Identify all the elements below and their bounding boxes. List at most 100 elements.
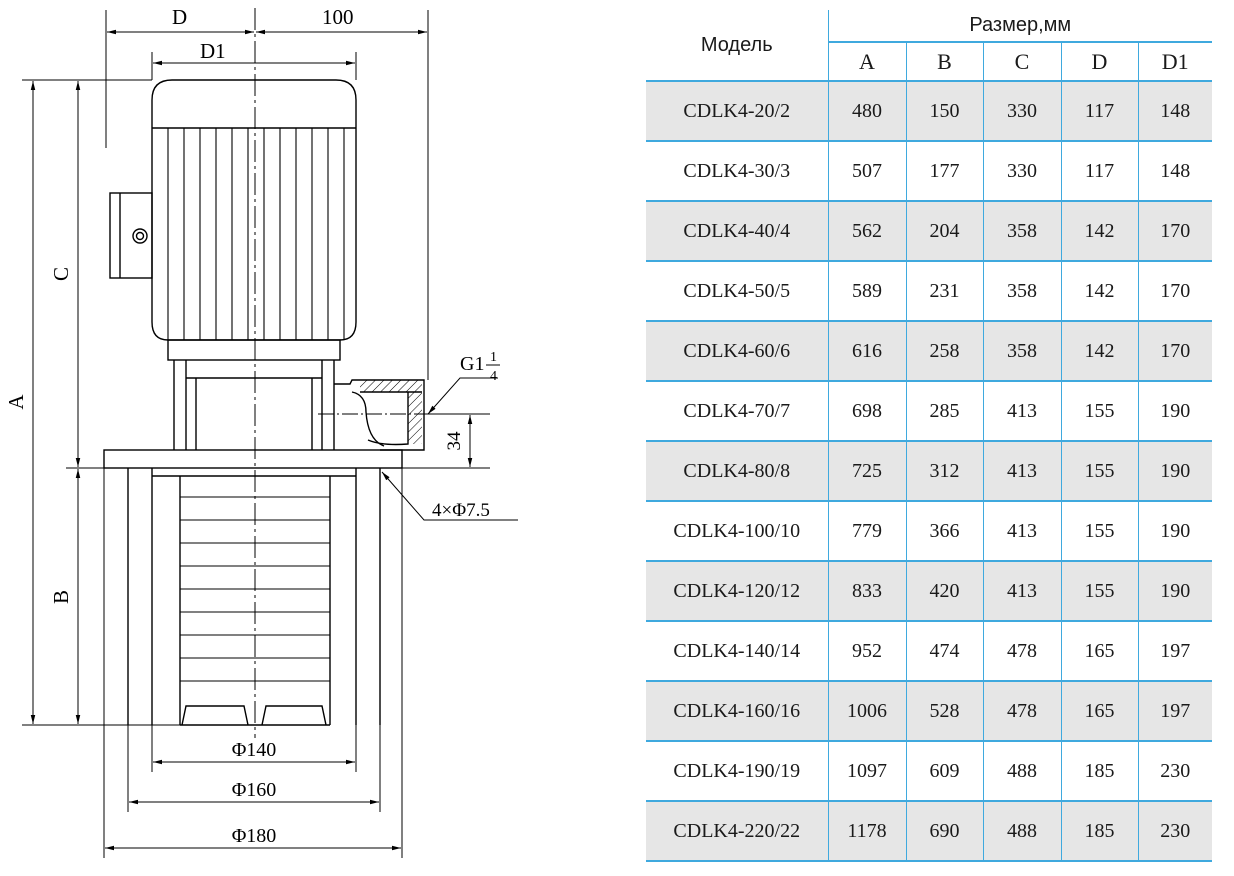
table-row: CDLK4-190/19 1097 609 488 185 230: [646, 740, 1212, 801]
value-cell-d: 155: [1060, 380, 1138, 441]
model-cell: CDLK4-80/8: [646, 440, 828, 501]
table-row: CDLK4-160/16 1006 528 478 165 197: [646, 680, 1212, 741]
table-row: CDLK4-120/12 833 420 413 155 190: [646, 560, 1212, 621]
value-cell-b: 285: [905, 380, 983, 441]
dim-label-100: 100: [322, 5, 354, 29]
value-cell-a: 1097: [827, 740, 906, 801]
extension-lines: [22, 10, 490, 858]
model-cell: CDLK4-160/16: [646, 680, 828, 741]
value-cell-c: 478: [982, 680, 1061, 741]
value-cell-c: 330: [982, 140, 1061, 201]
value-cell-c: 413: [982, 440, 1061, 501]
value-cell-d1: 230: [1137, 800, 1212, 862]
model-cell: CDLK4-30/3: [646, 140, 828, 201]
dim-label-34: 34: [444, 431, 465, 451]
terminal-gland-icon: [132, 228, 148, 244]
value-cell-d1: 170: [1137, 320, 1212, 381]
value-cell-a: 616: [827, 320, 906, 381]
table-row: CDLK4-20/2 480 150 330 117 148: [646, 80, 1212, 141]
model-column-header: Модель: [700, 33, 773, 56]
value-cell-c: 358: [982, 260, 1061, 321]
dim-label-thread-numerator: 1: [490, 350, 497, 365]
table-row: CDLK4-220/22 1178 690 488 185 230: [646, 800, 1212, 862]
value-cell-d: 165: [1060, 680, 1138, 741]
model-cell: CDLK4-220/22: [646, 800, 828, 862]
value-cell-b: 609: [905, 740, 983, 801]
table-row: CDLK4-60/6 616 258 358 142 170: [646, 320, 1212, 381]
dim-label-thread-denominator: 4: [490, 369, 497, 384]
value-cell-d1: 197: [1137, 680, 1212, 741]
model-cell: CDLK4-50/5: [646, 260, 828, 321]
value-cell-c: 488: [982, 740, 1061, 801]
motor-support: [167, 339, 341, 450]
value-cell-a: 833: [827, 560, 906, 621]
value-cell-a: 952: [827, 620, 906, 681]
value-cell-a: 698: [827, 380, 906, 441]
value-cell-d: 117: [1060, 140, 1138, 201]
value-cell-d: 155: [1060, 560, 1138, 621]
mounting-plate: [103, 449, 403, 469]
value-cell-c: 358: [982, 200, 1061, 261]
value-cell-d: 142: [1060, 320, 1138, 381]
value-cell-a: 1178: [827, 800, 906, 862]
dim-label-d: D: [172, 5, 187, 29]
value-cell-b: 150: [905, 80, 983, 141]
value-cell-d1: 190: [1137, 560, 1212, 621]
value-cell-c: 358: [982, 320, 1061, 381]
table-row: CDLK4-50/5 589 231 358 142 170: [646, 260, 1212, 321]
column-header-c: C: [982, 41, 1061, 81]
outlet-pipe: [318, 379, 490, 451]
value-cell-d1: 148: [1137, 80, 1212, 141]
pump-body: [127, 468, 381, 726]
dim-label-dia-140: Φ140: [232, 739, 277, 761]
value-cell-c: 413: [982, 500, 1061, 561]
terminal-box: [109, 192, 153, 279]
value-cell-b: 528: [905, 680, 983, 741]
value-cell-a: 507: [827, 140, 906, 201]
value-cell-b: 231: [905, 260, 983, 321]
dim-label-c: C: [49, 267, 73, 281]
value-cell-a: 589: [827, 260, 906, 321]
value-cell-c: 488: [982, 800, 1061, 862]
value-cell-d: 142: [1060, 260, 1138, 321]
value-cell-c: 478: [982, 620, 1061, 681]
model-cell: CDLK4-70/7: [646, 380, 828, 441]
table-row: CDLK4-80/8 725 312 413 155 190: [646, 440, 1212, 501]
value-cell-a: 1006: [827, 680, 906, 741]
value-cell-d: 155: [1060, 500, 1138, 561]
dim-label-b: B: [49, 590, 73, 604]
table-row: CDLK4-140/14 952 474 478 165 197: [646, 620, 1212, 681]
value-cell-d: 185: [1060, 740, 1138, 801]
model-cell: CDLK4-20/2: [646, 80, 828, 141]
cooling-fins: [167, 128, 345, 340]
column-header-d1: D1: [1137, 41, 1212, 81]
value-cell-b: 312: [905, 440, 983, 501]
value-cell-a: 779: [827, 500, 906, 561]
table-row: CDLK4-30/3 507 177 330 117 148: [646, 140, 1212, 201]
value-cell-c: 413: [982, 380, 1061, 441]
model-cell: CDLK4-140/14: [646, 620, 828, 681]
value-cell-a: 725: [827, 440, 906, 501]
model-cell: CDLK4-190/19: [646, 740, 828, 801]
model-cell: CDLK4-40/4: [646, 200, 828, 261]
value-cell-d: 155: [1060, 440, 1138, 501]
dim-label-holes: 4×Φ7.5: [432, 500, 490, 521]
pump-dimension-drawing: D 100 D1 A C B 34 G1 1 4 4×Φ7.5 Φ140 Φ16…: [4, 5, 518, 858]
value-cell-b: 177: [905, 140, 983, 201]
table-subheader-row: A B C D D1: [646, 41, 1212, 81]
column-header-b: B: [905, 41, 983, 81]
dim-label-d1: D1: [200, 39, 226, 63]
dimension-lines: [30, 29, 518, 851]
value-cell-d1: 170: [1137, 260, 1212, 321]
value-cell-d: 165: [1060, 620, 1138, 681]
table-row: CDLK4-70/7 698 285 413 155 190: [646, 380, 1212, 441]
column-header-a: A: [827, 41, 906, 81]
value-cell-a: 480: [827, 80, 906, 141]
value-cell-b: 420: [905, 560, 983, 621]
table-header-row: Модель Размер,мм: [646, 10, 1212, 56]
table-row: CDLK4-40/4 562 204 358 142 170: [646, 200, 1212, 261]
value-cell-d1: 170: [1137, 200, 1212, 261]
dim-label-dia-160: Φ160: [232, 779, 277, 801]
value-cell-d: 185: [1060, 800, 1138, 862]
table-row: CDLK4-100/10 779 366 413 155 190: [646, 500, 1212, 561]
